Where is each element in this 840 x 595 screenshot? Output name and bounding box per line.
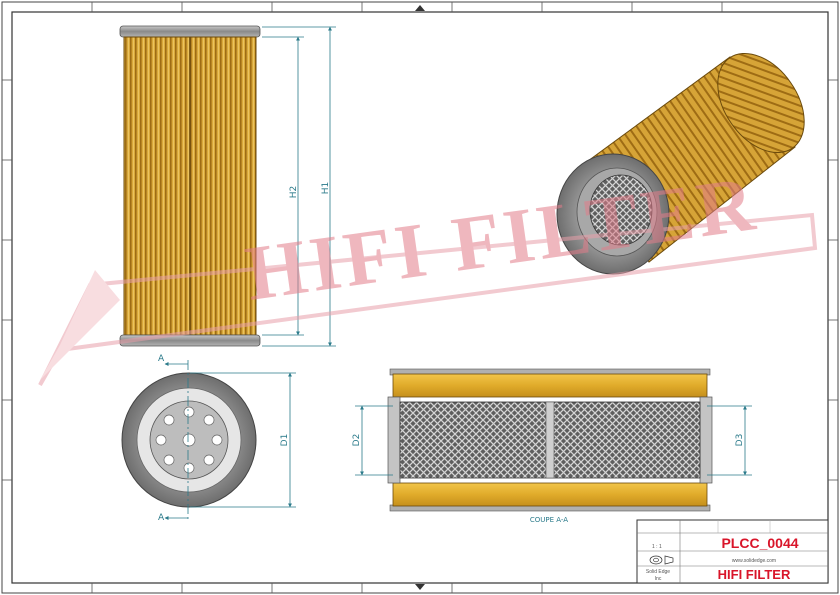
projection-symbol-icon <box>649 555 674 565</box>
title-block-brand: HIFI FILTER <box>718 567 791 582</box>
dim-label-d3: D3 <box>735 434 745 447</box>
dim-label-h2: H2 <box>289 186 299 199</box>
dimension-h1-h2 <box>262 26 336 347</box>
dim-label-d1: D1 <box>280 434 290 447</box>
dimension-d1 <box>190 372 296 508</box>
title-block: 1 : 1 PLCC_0044 www.solidedge.com Solid … <box>636 519 829 584</box>
section-view-filter <box>387 368 713 512</box>
title-block-part-number: PLCC_0044 <box>721 535 798 551</box>
section-caption: COUPE A-A <box>530 516 568 524</box>
iso-inner-mesh <box>589 174 653 246</box>
front-view-filter <box>119 25 261 347</box>
bottom-center-mark <box>415 584 425 590</box>
top-center-mark <box>415 5 425 11</box>
title-block-website: www.solidedge.com <box>732 558 776 564</box>
end-holes <box>155 406 223 474</box>
watermark-text: HIFI FILTER <box>240 159 763 317</box>
section-line-a <box>164 360 189 522</box>
title-block-software: Solid Edge <box>646 569 670 575</box>
front-top-cap <box>119 25 261 38</box>
section-media-top <box>392 373 708 398</box>
isometric-view-filter <box>556 52 805 275</box>
dim-label-h1: H1 <box>321 182 331 195</box>
dimension-d2-d3 <box>355 405 752 476</box>
title-block-scale: 1 : 1 <box>652 544 662 550</box>
section-mark-a-top: A <box>158 354 165 364</box>
end-view-filter <box>121 372 257 508</box>
title-block-software-suffix: Inc <box>655 576 662 582</box>
dim-label-d2: D2 <box>352 434 362 447</box>
section-mark-a-bottom: A <box>158 513 165 523</box>
section-media-bottom <box>392 482 708 507</box>
